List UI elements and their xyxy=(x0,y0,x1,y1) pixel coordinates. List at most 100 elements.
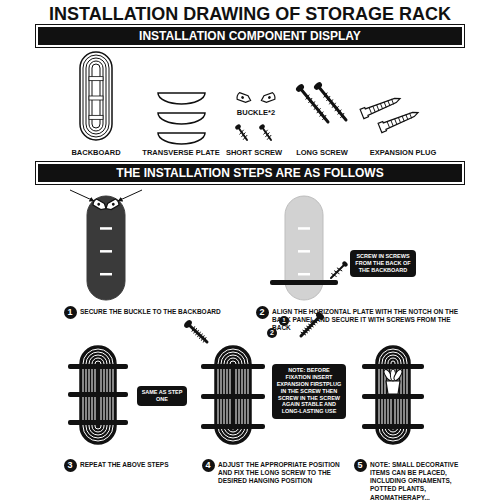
expansion-plug xyxy=(377,105,379,111)
long-screw xyxy=(199,334,202,339)
long-screw xyxy=(314,105,318,110)
part-name: SHORT SCREW xyxy=(219,148,289,157)
short-screw xyxy=(240,130,244,135)
step-text: NOTE: SMALL DECORATIVE ITEMS CAN BE PLAC… xyxy=(370,461,474,500)
long-screw xyxy=(201,335,204,340)
node-text: SCREW IN SCREWS FROM THE BACK OF THE BAC… xyxy=(353,253,413,274)
short-screw xyxy=(265,132,269,137)
long-screw xyxy=(320,112,324,117)
long-screw xyxy=(340,113,344,118)
backboard xyxy=(89,96,103,100)
short-screw xyxy=(331,260,349,278)
number-disc xyxy=(64,459,77,472)
long-screw xyxy=(313,81,324,91)
long-screw xyxy=(303,330,308,333)
buckle xyxy=(241,96,245,100)
long-screw xyxy=(308,324,313,327)
shelf-plate xyxy=(68,392,128,397)
step-number: 4 xyxy=(202,459,215,472)
number-disc xyxy=(354,459,367,472)
step-number: 5 xyxy=(354,459,367,472)
short-screw xyxy=(337,268,342,271)
step-text: ADJUST THE APPROPRIATE POSITION AND FIX … xyxy=(218,461,350,485)
node-text: 3 xyxy=(64,459,77,472)
expansion-plug xyxy=(369,108,371,114)
node-text: 5 xyxy=(354,459,367,472)
buckle xyxy=(268,96,272,100)
shelf-plate xyxy=(362,364,424,369)
buckle xyxy=(236,92,252,103)
short-screw xyxy=(258,123,271,140)
short-screw xyxy=(234,123,247,140)
part-name: BACKBOARD xyxy=(56,148,136,157)
transverse-plate xyxy=(158,133,205,144)
short-screw xyxy=(331,273,336,276)
backboard xyxy=(100,273,112,276)
install-arrow xyxy=(70,190,94,201)
long-screw xyxy=(318,86,346,120)
buckle xyxy=(97,202,101,206)
expansion-plug xyxy=(391,120,393,126)
long-screw xyxy=(317,108,321,113)
backboard xyxy=(100,227,112,230)
long-screw xyxy=(306,326,311,329)
shelf-plate xyxy=(201,394,265,399)
buckle xyxy=(104,198,120,211)
long-screw xyxy=(203,337,206,342)
short-screw xyxy=(264,130,268,135)
short-screw xyxy=(258,123,265,130)
part-name: EXPANSION PLUG xyxy=(358,148,448,157)
long-screw xyxy=(197,332,200,337)
backboard xyxy=(87,196,125,300)
shelf-plate xyxy=(68,420,128,425)
step-number: 3 xyxy=(64,459,77,472)
expansion-plug xyxy=(387,122,389,128)
node-text: SAME AS STEP ONE xyxy=(140,389,184,403)
short-screw xyxy=(341,260,348,267)
expansion-plug xyxy=(398,117,400,123)
backboard xyxy=(89,115,103,119)
step-text: ALIGN THE HORIZONTAL PLATE WITH THE NOTC… xyxy=(272,308,468,332)
potted-plant xyxy=(393,369,404,382)
part-name: LONG SCREW xyxy=(287,148,357,157)
long-screw xyxy=(295,83,306,93)
backboard xyxy=(100,250,112,253)
buckle xyxy=(104,198,120,211)
backboard xyxy=(87,196,125,300)
long-screw xyxy=(295,83,328,122)
step-text: REPEAT THE ABOVE STEPS xyxy=(80,461,190,469)
callout-note: SCREW IN SCREWS FROM THE BACK OF THE BAC… xyxy=(350,250,416,277)
expansion-plug xyxy=(384,102,386,108)
shelf-plate xyxy=(201,364,265,369)
short-screw xyxy=(267,135,271,140)
long-screw xyxy=(329,99,333,104)
potted-plant xyxy=(383,369,404,394)
node-text: NOTE: BEFORE FIXATION INSERT EXPANSION F… xyxy=(275,367,343,415)
step-number: 1 xyxy=(64,306,77,319)
buckle xyxy=(92,198,108,211)
long-screw xyxy=(338,110,342,115)
expansion-plug xyxy=(373,106,375,112)
callout-note: SAME AS STEP ONE xyxy=(137,386,187,406)
long-screw xyxy=(308,98,312,103)
potted-plant xyxy=(386,381,400,394)
number-disc xyxy=(202,459,215,472)
long-screw xyxy=(196,330,199,335)
expansion-plug xyxy=(409,113,411,119)
long-screw xyxy=(194,328,197,333)
shelf-plate xyxy=(362,394,424,399)
expansion-plug xyxy=(402,116,404,122)
shelf-plate xyxy=(362,424,424,429)
long-screw xyxy=(301,332,306,335)
number-disc xyxy=(64,306,77,319)
backboard xyxy=(80,52,112,140)
long-screw xyxy=(183,319,207,343)
expansion-plug xyxy=(388,100,390,106)
expansion-plug xyxy=(395,119,397,125)
section-band: THE INSTALLATION STEPS ARE AS FOLLOWS xyxy=(38,164,462,182)
long-screw xyxy=(306,95,310,100)
long-screw xyxy=(311,101,315,106)
expansion-plug xyxy=(380,103,382,109)
buckle xyxy=(111,202,115,206)
